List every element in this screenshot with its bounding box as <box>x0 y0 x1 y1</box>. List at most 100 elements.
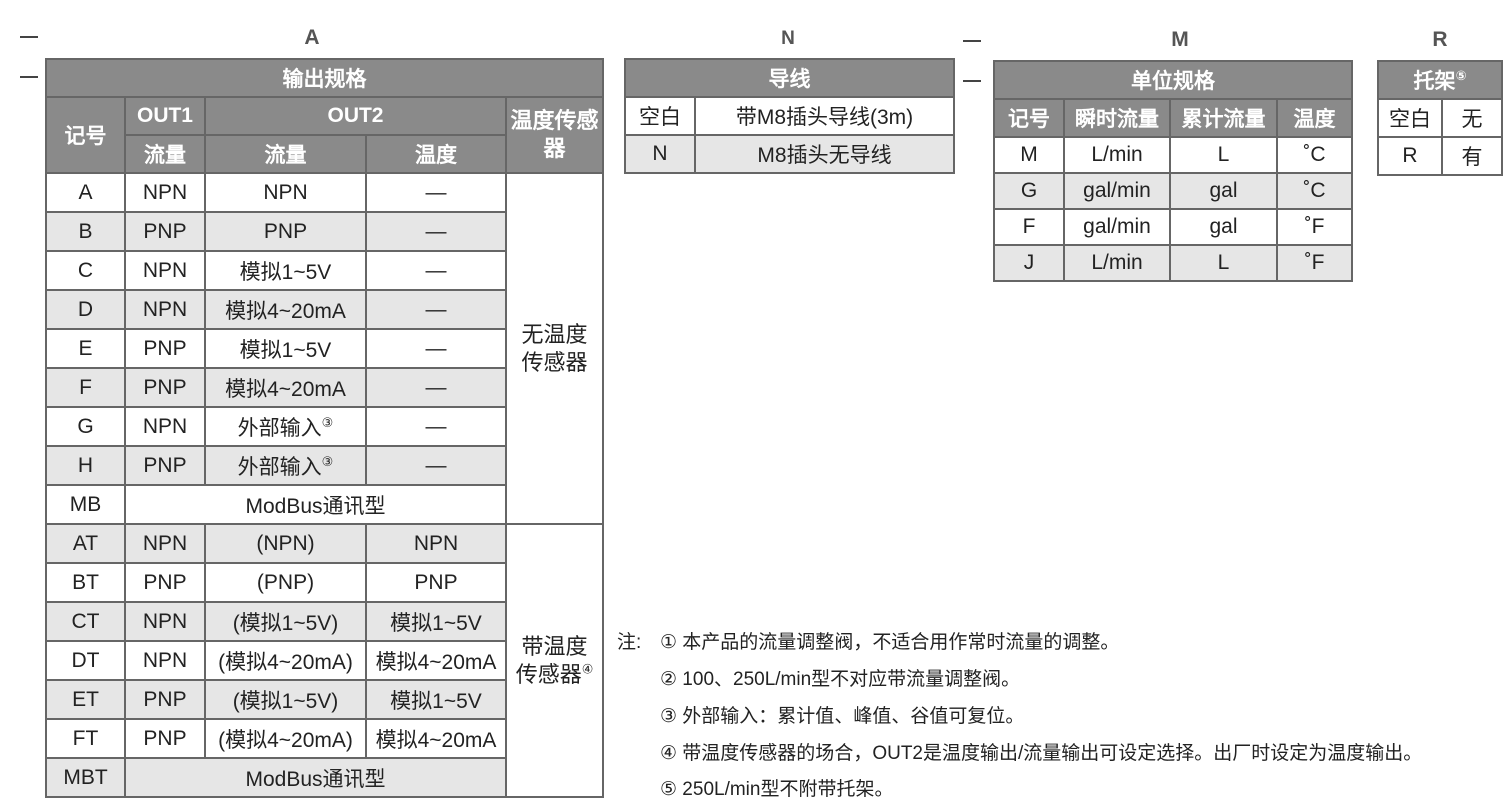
cable-title: 导线 <box>624 58 955 98</box>
output-spec-title: 输出规格 <box>44 58 605 98</box>
unit-spec-table: 单位规格 记号 瞬时流量 累计流量 温度 M L/min L ˚C G gal/… <box>993 60 1353 282</box>
table-row-temp: 模拟4~20mA <box>365 640 507 681</box>
table-row-code: MBT <box>45 757 126 798</box>
table-row-flow: 模拟4~20mA <box>204 367 367 408</box>
notes-prefix: 注: <box>617 632 642 653</box>
no-temp-sensor-line2: 传感器 <box>521 349 588 375</box>
with-temp-sensor-line2: 传感器④ <box>508 661 601 689</box>
table-row-temp: ˚F <box>1276 244 1353 282</box>
table-row-code: CT <box>45 601 126 642</box>
table-row-flow: (NPN) <box>204 523 367 564</box>
table-row-temp: — <box>365 406 507 447</box>
table-row-code: MB <box>45 484 126 525</box>
table-row-code: C <box>45 250 126 291</box>
table-row-code: FT <box>45 718 126 759</box>
with-temp-sensor-line1: 带温度 <box>521 633 588 659</box>
table-row-code: H <box>45 445 126 486</box>
col-out2-temp-header: 温度 <box>365 134 507 174</box>
table-row-out1: NPN <box>124 601 206 642</box>
dash-m-2 <box>963 80 981 82</box>
table-row-out1: NPN <box>124 250 206 291</box>
section-letter-n: N <box>781 28 795 49</box>
table-row-flow: 外部输入③ <box>204 406 367 447</box>
note-5: ⑤ 250L/min型不附带托架。 <box>660 779 894 800</box>
table-row-flow: 模拟1~5V <box>204 328 367 369</box>
table-row-desc: 带M8插头导线(3m) <box>694 96 955 136</box>
bracket-title-text: 托架 <box>1413 70 1456 93</box>
table-row-temp: — <box>365 328 507 369</box>
table-row-code: G <box>993 172 1065 210</box>
flow-text: 外部输入 <box>237 416 322 440</box>
table-row-temp: 模拟1~5V <box>365 679 507 720</box>
table-row-value: 有 <box>1440 136 1504 176</box>
table-row-out1: NPN <box>124 640 206 681</box>
section-letter-a: A <box>304 26 320 49</box>
table-row-flow: 模拟1~5V <box>204 250 367 291</box>
table-row-flow: (PNP) <box>204 562 367 603</box>
table-row-total: gal <box>1169 208 1278 246</box>
table-row-total: L <box>1169 244 1278 282</box>
table-row-temp: 模拟1~5V <box>365 601 507 642</box>
section-letter-r: R <box>1432 28 1448 51</box>
table-row-out1: PNP <box>124 367 206 408</box>
table-row-flow: 外部输入③ <box>204 445 367 486</box>
note-3: ③ 外部输入：累计值、峰值、谷值可复位。 <box>660 706 1025 727</box>
table-row-out1: PNP <box>124 211 206 252</box>
table-row-code: N <box>624 134 696 174</box>
table-row-code: B <box>45 211 126 252</box>
col-out1-flow-header: 流量 <box>124 134 206 174</box>
table-row-temp: — <box>365 367 507 408</box>
dash-a-1 <box>20 36 38 38</box>
table-row-code: M <box>993 136 1065 174</box>
table-row-flow: (模拟1~5V) <box>204 679 367 720</box>
table-row-code: F <box>993 208 1065 246</box>
table-row-desc: M8插头无导线 <box>694 134 955 174</box>
table-row-code: AT <box>45 523 126 564</box>
col-temp-sensor-header: 温度传感器 <box>504 96 605 174</box>
col-total-flow-header: 累计流量 <box>1169 98 1278 138</box>
table-row-out1: PNP <box>124 718 206 759</box>
with-temp-sensor-cell: 带温度 传感器④ <box>504 523 605 798</box>
table-row-temp: — <box>365 250 507 291</box>
col-code-header: 记号 <box>45 96 126 174</box>
table-row-flow: (模拟1~5V) <box>204 601 367 642</box>
table-row-total: L <box>1169 136 1278 174</box>
table-row-code: 空白 <box>624 96 696 136</box>
no-temp-sensor-cell: 无温度 传感器 <box>504 172 605 525</box>
footnote-marker: ④ <box>581 661 594 677</box>
table-row-out1: PNP <box>124 562 206 603</box>
table-row-flow: (模拟4~20mA) <box>204 640 367 681</box>
col-out1-header: OUT1 <box>124 96 206 136</box>
dash-m-1 <box>963 40 981 42</box>
col-out2-flow-header: 流量 <box>204 134 367 174</box>
table-row-code: E <box>45 328 126 369</box>
table-row-out1: NPN <box>124 172 206 213</box>
table-row-temp: — <box>365 289 507 330</box>
footnote-marker: ⑤ <box>1455 68 1467 83</box>
table-row-out1: PNP <box>124 328 206 369</box>
table-row-out1: NPN <box>124 289 206 330</box>
table-row-temp: PNP <box>365 562 507 603</box>
table-row-inst: gal/min <box>1063 208 1171 246</box>
table-row-code: J <box>993 244 1065 282</box>
with-temp-sensor-text: 传感器 <box>515 661 582 687</box>
table-row-flow: PNP <box>204 211 367 252</box>
table-row-temp: — <box>365 211 507 252</box>
note-1: ① 本产品的流量调整阀，不适合用作常时流量的调整。 <box>660 632 1120 653</box>
table-row-temp: — <box>365 445 507 486</box>
col-instant-flow-header: 瞬时流量 <box>1063 98 1171 138</box>
flow-text: 外部输入 <box>237 455 322 479</box>
bracket-title: 托架⑤ <box>1376 60 1504 100</box>
bracket-table: 托架⑤ 空白 无 R 有 <box>1376 60 1504 176</box>
table-row-flow: NPN <box>204 172 367 213</box>
table-row-code: DT <box>45 640 126 681</box>
section-letter-m: M <box>1171 28 1189 51</box>
table-row-code: A <box>45 172 126 213</box>
table-row-temp: ˚C <box>1276 172 1353 210</box>
table-row-temp: NPN <box>365 523 507 564</box>
table-row-inst: L/min <box>1063 244 1171 282</box>
dash-a-2 <box>20 76 38 78</box>
col-code-header: 记号 <box>993 98 1065 138</box>
table-row-code: BT <box>45 562 126 603</box>
footnote-marker: ③ <box>321 414 334 430</box>
